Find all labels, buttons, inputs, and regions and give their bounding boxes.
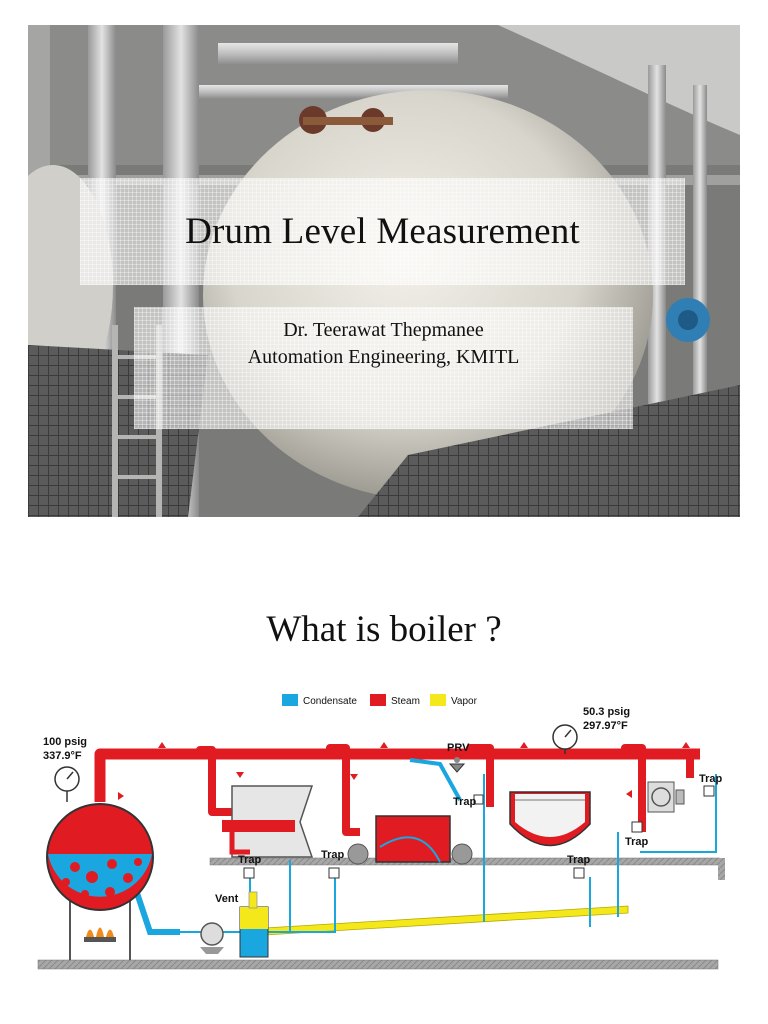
heat-exchanger-1 bbox=[222, 785, 314, 858]
prv-valve-icon bbox=[448, 757, 466, 773]
slide-title: Drum Level Measurement bbox=[185, 211, 580, 252]
ground-floor bbox=[37, 959, 719, 970]
author-name: Dr. Teerawat Thepmanee bbox=[283, 319, 484, 341]
vapor-line bbox=[264, 905, 629, 936]
legend-label-condensate: Condensate bbox=[303, 696, 357, 707]
trap-label-3: Trap bbox=[453, 796, 477, 808]
trap-label-2: Trap bbox=[321, 849, 345, 861]
vent-label: Vent bbox=[215, 893, 239, 905]
title-slide: Drum Level Measurement Dr. Teerawat Thep… bbox=[28, 25, 740, 517]
legend: Condensate Steam Vapor bbox=[282, 694, 478, 707]
trap-label-5: Trap bbox=[625, 836, 649, 848]
slide2-title: What is boiler ? bbox=[266, 609, 502, 650]
downstream-pressure-gauge-icon bbox=[552, 724, 578, 754]
trap-label-1: Trap bbox=[238, 854, 262, 866]
process-tank-2 bbox=[347, 815, 473, 865]
legend-swatch-condensate bbox=[282, 694, 298, 706]
boiler-vessel bbox=[46, 803, 154, 960]
legend-label-vapor: Vapor bbox=[451, 696, 478, 707]
author-panel: Dr. Teerawat Thepmanee Automation Engine… bbox=[134, 307, 633, 429]
boiler-temp: 337.9°F bbox=[43, 750, 82, 762]
legend-label-steam: Steam bbox=[391, 696, 420, 707]
legend-swatch-steam bbox=[370, 694, 386, 706]
trap-icons bbox=[243, 785, 715, 879]
author-affiliation: Automation Engineering, KMITL bbox=[247, 346, 520, 368]
downstream-temp: 297.97°F bbox=[583, 720, 628, 732]
process-kettle-3 bbox=[509, 791, 591, 847]
legend-swatch-vapor bbox=[430, 694, 446, 706]
flow-arrows bbox=[118, 742, 690, 800]
prv-label: PRV bbox=[447, 742, 470, 754]
title-panel: Drum Level Measurement bbox=[80, 178, 685, 285]
unit-heater-fan-icon bbox=[647, 781, 685, 813]
feed-tank bbox=[239, 891, 269, 958]
boiler-pressure-gauge-icon bbox=[54, 766, 80, 802]
boiler-pressure: 100 psig bbox=[43, 736, 87, 748]
steam-system-diagram: Condensate Steam Vapor bbox=[37, 694, 725, 970]
trap-label-4: Trap bbox=[567, 854, 591, 866]
feed-pump-icon bbox=[200, 922, 224, 954]
downstream-pressure: 50.3 psig bbox=[583, 706, 630, 718]
trap-label-6: Trap bbox=[699, 773, 723, 785]
